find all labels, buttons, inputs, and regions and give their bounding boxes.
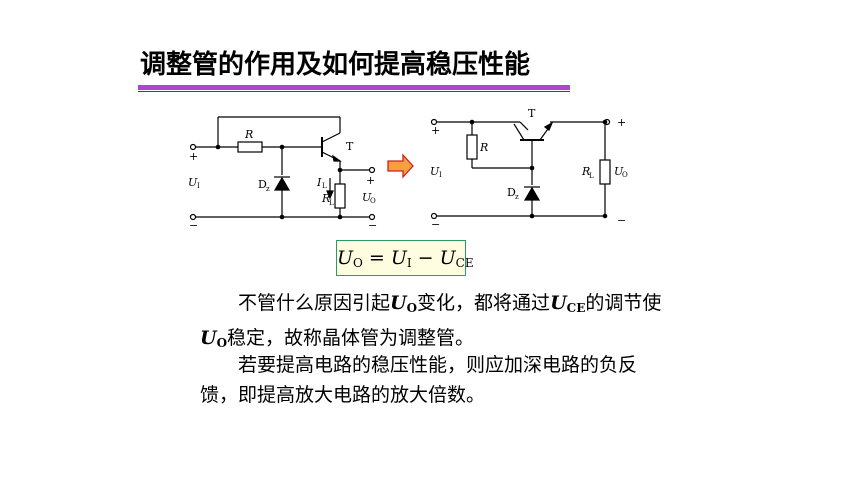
- label-ui-sub-left: I: [197, 182, 200, 190]
- p1-var-uo: UO: [390, 292, 418, 315]
- circuit-left: [189, 116, 376, 221]
- paragraph-improve: 若要提高电路的稳压性能，则应加深电路的负反馈，即提高放大电路的放大倍数。: [200, 354, 638, 406]
- label-minus-out-left: −: [368, 219, 377, 232]
- formula-minus: −: [411, 247, 440, 269]
- formula-uce: U: [439, 247, 456, 269]
- p1-text-d: 稳定，故称晶体管为调整管。: [227, 327, 475, 349]
- resistor-rl: [334, 183, 346, 209]
- resistor-r-right: [466, 134, 478, 160]
- label-dz-sub-right: z: [515, 193, 519, 201]
- input-terminal-minus: [189, 213, 197, 221]
- label-r-left: R: [244, 128, 253, 141]
- label-plus-out-right: +: [617, 116, 626, 129]
- label-rl-sub-right: L: [589, 172, 594, 180]
- zener-diode: [273, 176, 291, 191]
- paragraph-adjustment: 不管什么原因引起UO变化，都将通过UCE的调节使UO稳定，故称晶体管为调整管。: [200, 288, 670, 358]
- p1-text-b: 变化，都将通过: [417, 292, 551, 314]
- input-terminal-plus: [189, 143, 197, 151]
- transform-arrow: [387, 153, 414, 179]
- formula-uce-sub: CE: [455, 256, 474, 270]
- title-underline-thin: [138, 91, 570, 92]
- junction-dots-left: [215, 144, 343, 220]
- label-il-sub-left: L: [322, 182, 327, 190]
- p1-text-c: 的调节使: [585, 292, 662, 314]
- label-t-left: T: [346, 140, 354, 153]
- circuit-right: [430, 118, 611, 220]
- output-terminal-plus: [368, 166, 376, 174]
- label-t-right: T: [528, 107, 536, 120]
- formula-equals: =: [362, 247, 391, 269]
- label-ui-left: U: [188, 176, 198, 189]
- label-uo-left: U: [362, 191, 372, 204]
- p1-text-a: 不管什么原因引起: [238, 292, 391, 314]
- resistor-rl-right: [599, 159, 611, 185]
- label-ui-right: U: [430, 165, 440, 178]
- formula-box: UO = UI − UCE: [336, 240, 474, 276]
- label-dz-left: D: [258, 178, 267, 191]
- label-il-left: I: [316, 176, 322, 189]
- label-plus-in-left: +: [189, 150, 198, 163]
- slide-title: 调整管的作用及如何提高稳压性能: [140, 50, 531, 80]
- formula-ui-sub: I: [406, 256, 412, 270]
- p1-var-uce: UCE: [550, 292, 586, 315]
- label-dz-right: D: [507, 186, 516, 199]
- resistor-r: [237, 141, 263, 153]
- label-ui-sub-right: I: [439, 171, 442, 179]
- label-rl-left: R: [321, 192, 330, 205]
- label-uo-right: U: [614, 165, 624, 178]
- label-dz-sub-left: z: [266, 185, 270, 193]
- label-plus-out-left: +: [366, 174, 375, 187]
- label-minus-out-right: −: [617, 214, 626, 227]
- formula-ui: U: [390, 247, 407, 269]
- p1-var-uo2: UO: [200, 327, 228, 350]
- label-rl-right: R: [581, 165, 590, 178]
- title-underline: [138, 85, 570, 90]
- label-r-right: R: [479, 141, 488, 154]
- zener-diode-right: [523, 186, 541, 201]
- label-uo-sub-right: O: [622, 171, 628, 179]
- input-terminal-minus-right: [430, 212, 438, 220]
- output-terminal-minus: [368, 213, 376, 221]
- label-uo-sub-left: O: [370, 197, 376, 205]
- label-plus-in-right: +: [431, 124, 440, 137]
- input-terminal-plus-right: [430, 118, 438, 126]
- emitter-arrow: [332, 154, 342, 162]
- formula-uo: U: [337, 247, 354, 269]
- label-minus-in-right: −: [431, 218, 440, 231]
- label-rl-sub-left: L: [329, 199, 334, 207]
- label-minus-in-left: −: [189, 219, 198, 232]
- formula-uo-sub: O: [353, 256, 363, 270]
- junction-dots-right: [469, 119, 608, 219]
